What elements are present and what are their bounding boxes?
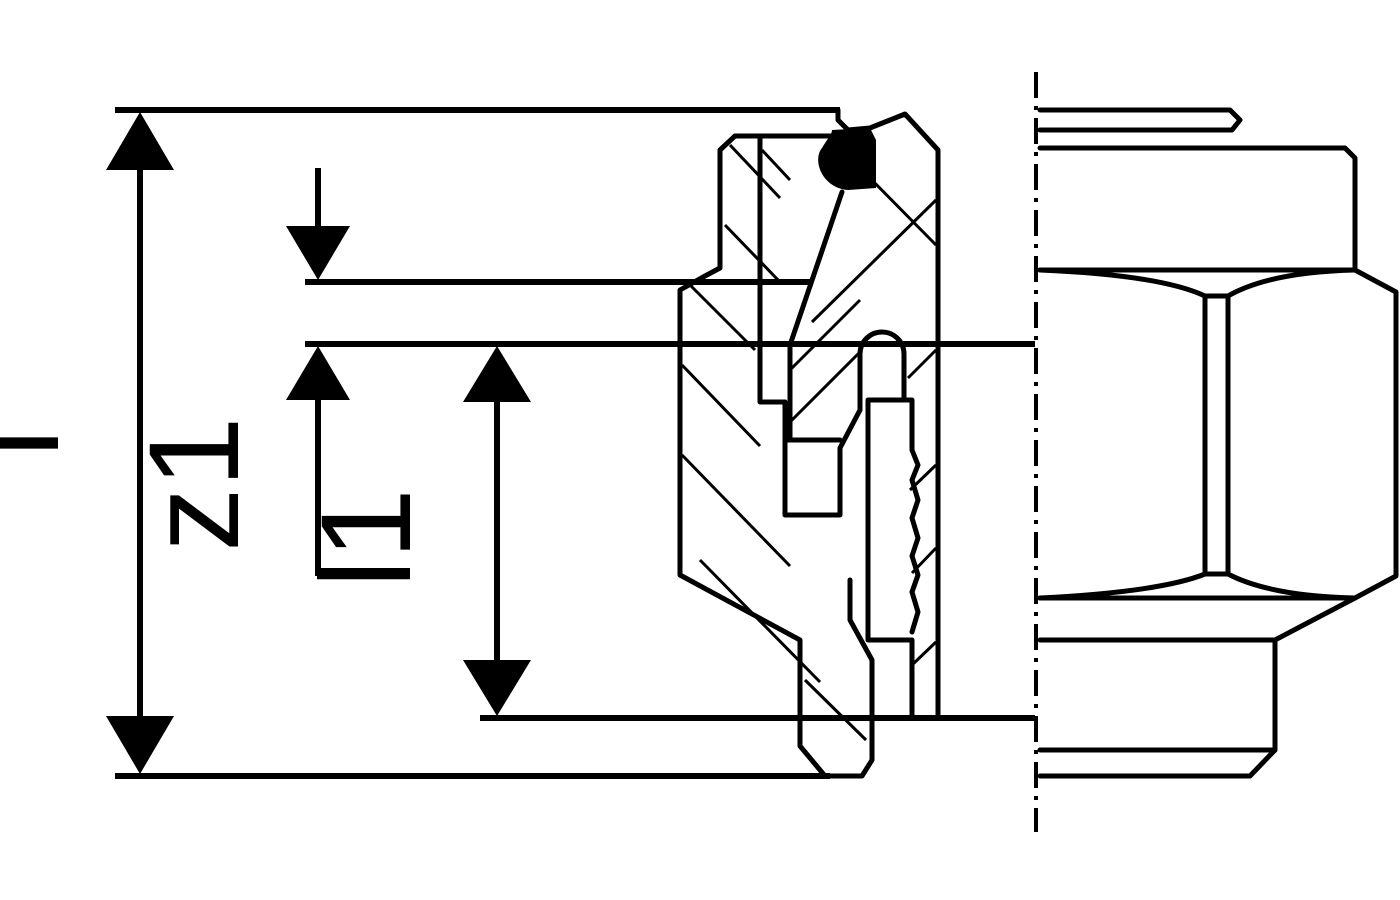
dimension-l: l [0, 112, 174, 774]
section-inner-bore [757, 133, 907, 518]
exterior-hex-face-top-right [1225, 267, 1358, 299]
dimension-l1-label: l1 [295, 488, 438, 588]
exterior-outline [1037, 145, 1399, 779]
exterior-hex-flat [1202, 293, 1231, 577]
section-hatching [680, 143, 938, 742]
arrow-up-icon [463, 346, 531, 402]
section-outline [677, 107, 941, 779]
dimension-z1: z1 [123, 168, 350, 576]
arrow-down-icon [463, 660, 531, 716]
exterior-view [1037, 107, 1399, 779]
arrow-down-icon [286, 226, 350, 280]
exterior-cap-top [1037, 107, 1243, 133]
dimension-l-label: l [0, 429, 86, 457]
exterior-hex-face-left [1037, 267, 1208, 601]
section-body [677, 107, 941, 779]
seal-flap [787, 189, 845, 443]
exterior-hex-face-bottom-right [1225, 571, 1358, 601]
arrow-down-icon [106, 716, 174, 774]
arrow-up-icon [106, 112, 174, 170]
seal-ring-icon [818, 128, 876, 190]
section-sleeve [782, 397, 921, 721]
arrow-up-icon [286, 346, 350, 400]
extension-lines [115, 107, 1035, 779]
dimension-l1: l1 [295, 346, 531, 716]
dimension-z1-label: z1 [123, 416, 266, 551]
